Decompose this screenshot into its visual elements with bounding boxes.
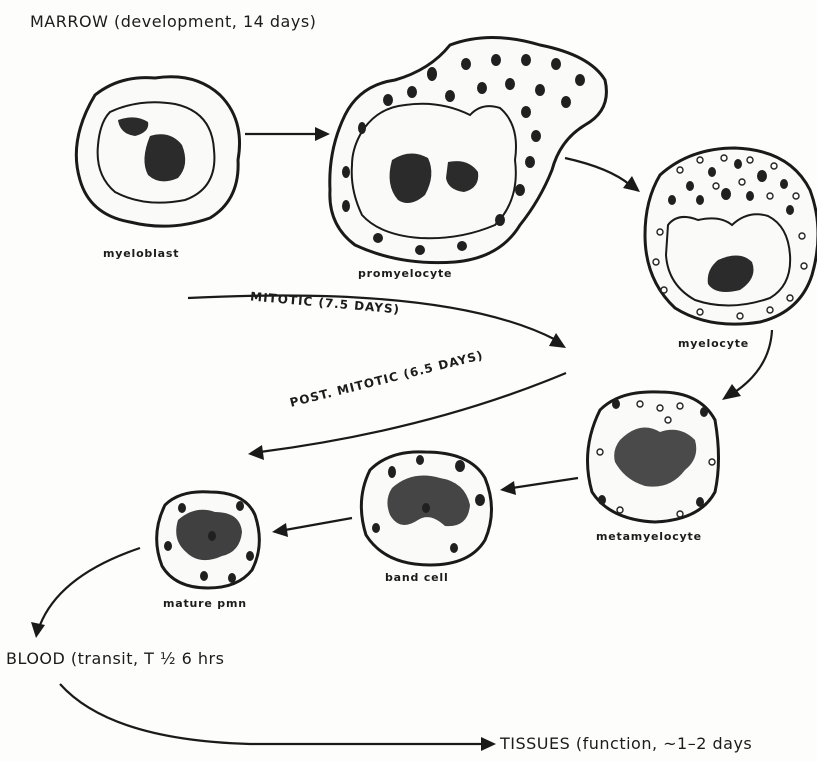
myeloblast-cell (76, 77, 239, 226)
label-promyelocyte: promyelocyte (358, 267, 452, 280)
metamyelocyte-cell (588, 392, 719, 522)
label-myelocyte: myelocyte (678, 337, 749, 350)
myelocyte-cell (645, 148, 817, 324)
label-myeloblast: myeloblast (103, 247, 179, 260)
label-metamyelocyte: metamyelocyte (596, 530, 702, 543)
arrow-to-mature-pmn (285, 518, 352, 530)
arrow-to-tissues (60, 684, 482, 744)
mature-pmn-cell (157, 492, 260, 588)
arrow-to-myelocyte (565, 158, 630, 185)
label-mature-pmn: mature pmn (163, 597, 247, 610)
post-mitotic-arrow (260, 373, 566, 452)
label-tissues-stage: TISSUES (function, ~1–2 days (500, 734, 752, 753)
label-blood-stage: BLOOD (transit, T ½ 6 hrs (6, 649, 224, 668)
arrow-to-band-cell (512, 478, 578, 488)
band-cell (361, 452, 491, 565)
promyelocyte-cell (330, 38, 607, 263)
label-band-cell: band cell (385, 571, 449, 584)
arrow-to-blood (40, 548, 140, 625)
